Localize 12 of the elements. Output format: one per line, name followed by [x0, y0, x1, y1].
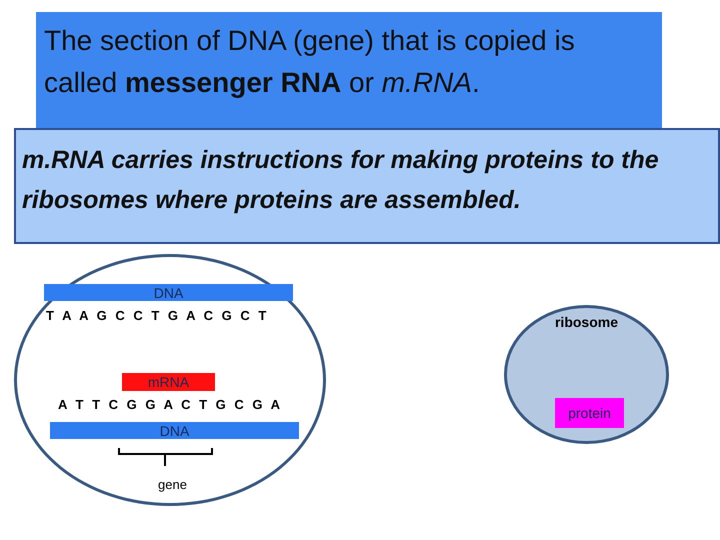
- base-sequence: T A A G C C T G A C G C T: [46, 308, 269, 323]
- statement-panel: [14, 128, 720, 244]
- heading-panel: [36, 12, 662, 128]
- ribosome-label: ribosome: [554, 314, 619, 330]
- strand-bar: DNA: [44, 284, 293, 301]
- strand-bar: DNA: [50, 422, 299, 439]
- base-sequence: A T T C G G A C T G C G A: [58, 397, 283, 412]
- gene-label: gene: [158, 477, 187, 492]
- strand-bar: mRNA: [122, 373, 215, 391]
- protein-box: protein: [555, 398, 624, 428]
- heading-text: The section of DNA (gene) that is copied is called messenger RNA or m.RNA.: [44, 24, 576, 100]
- statement-text: m.RNA carries instructions for making proteins to the ribosomes where proteins are assembled.: [22, 145, 660, 216]
